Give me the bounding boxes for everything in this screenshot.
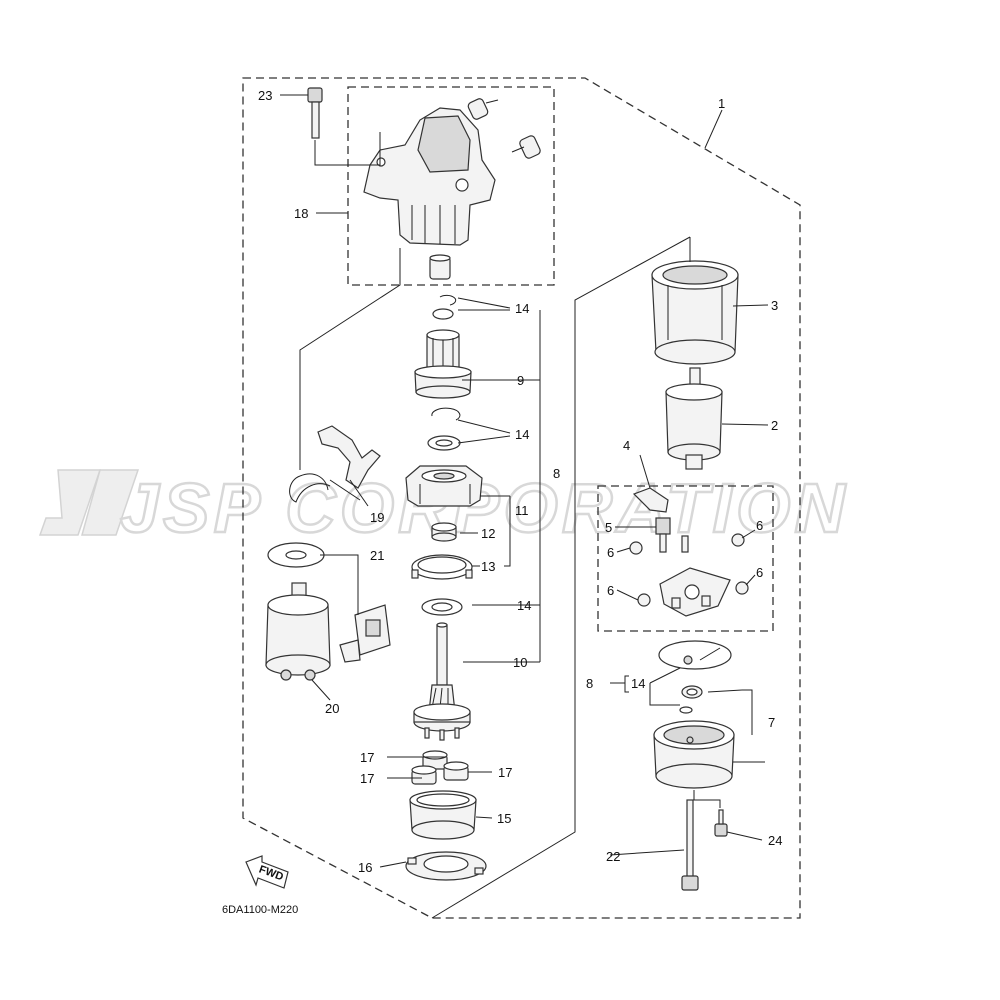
watermark-logo: JSP CORPORATION	[38, 468, 849, 548]
callout-4: 4	[623, 438, 630, 453]
part-15-internal-gear	[409, 790, 477, 840]
callout-1: 1	[718, 96, 725, 111]
part-12-bearing	[431, 522, 457, 542]
callout-6c: 6	[756, 565, 763, 580]
callout-15: 15	[497, 811, 511, 826]
callout-12: 12	[481, 526, 495, 541]
assembly-box-18	[347, 86, 555, 286]
callout-6d: 6	[607, 583, 614, 598]
callout-7: 7	[768, 715, 775, 730]
part-22-through-bolt	[681, 799, 699, 891]
assembly-outline-1	[242, 77, 801, 919]
part-7-rear-cover	[653, 720, 735, 789]
callout-14b: 14	[515, 427, 529, 442]
callout-23: 23	[258, 88, 272, 103]
callout-13: 13	[481, 559, 495, 574]
diagram-code: 6DA1100-M220	[222, 904, 298, 916]
callout-6b: 6	[607, 545, 614, 560]
part-10-armature-shaft	[413, 622, 471, 741]
callout-17b: 17	[360, 771, 374, 786]
callout-8b: 8	[586, 676, 593, 691]
part-3-yoke	[651, 260, 739, 365]
part-17-planet-gears	[411, 750, 469, 785]
circlip-14-mid	[427, 407, 461, 451]
bushing-small-2	[511, 135, 541, 159]
callout-24: 24	[768, 833, 782, 848]
part-18-drive-housing	[363, 107, 496, 246]
callout-11: 11	[515, 503, 529, 518]
callout-labels: 1 2 3 4 5 6 6 6 6 7 8 8 9 10 11 12 13 14…	[258, 88, 782, 875]
callout-22: 22	[606, 849, 620, 864]
part-5-brush-holder	[632, 487, 689, 553]
washer-14-low	[421, 598, 463, 616]
part-21-gasket-plate	[267, 542, 325, 568]
part-14-washer	[679, 685, 703, 714]
callout-3: 3	[771, 298, 778, 313]
callout-17a: 17	[360, 750, 374, 765]
callout-2: 2	[771, 418, 778, 433]
callout-18: 18	[294, 206, 308, 221]
callout-16: 16	[358, 860, 372, 875]
part-2-armature	[665, 367, 723, 470]
callout-6a: 6	[756, 518, 763, 533]
bushing-18	[429, 254, 451, 280]
part-23-bolt	[280, 87, 381, 166]
callout-8a: 8	[553, 466, 560, 481]
callout-20: 20	[325, 701, 339, 716]
callout-14a: 14	[515, 301, 529, 316]
callout-19: 19	[370, 510, 384, 525]
callout-9: 9	[517, 373, 524, 388]
callout-17c: 17	[498, 765, 512, 780]
assembly-box-4	[597, 485, 774, 632]
callout-21: 21	[370, 548, 384, 563]
part-19-lever-spring	[289, 425, 381, 503]
part-9-pinion	[414, 329, 472, 399]
part-6-brush-springs	[629, 533, 749, 607]
bushing-small-1	[467, 98, 499, 120]
callout-5: 5	[605, 520, 612, 535]
part-21-bracket	[339, 604, 391, 663]
part-4-brush-plate	[659, 567, 731, 617]
part-24-screw	[714, 809, 728, 837]
circlip-14-top	[432, 294, 457, 320]
part-11-gear-housing	[405, 465, 483, 507]
part-20-solenoid	[265, 582, 331, 681]
watermark-text: JSP CORPORATION	[120, 469, 849, 547]
fwd-direction-arrow: FWD	[245, 855, 289, 889]
callout-10: 10	[513, 655, 527, 670]
callout-14c: 14	[517, 598, 531, 613]
leader-lines	[299, 109, 769, 919]
part-13-seal-ring	[411, 554, 473, 580]
callout-14d: 14	[631, 676, 645, 691]
part-14-plate	[658, 640, 732, 670]
part-16-plate	[405, 851, 487, 881]
